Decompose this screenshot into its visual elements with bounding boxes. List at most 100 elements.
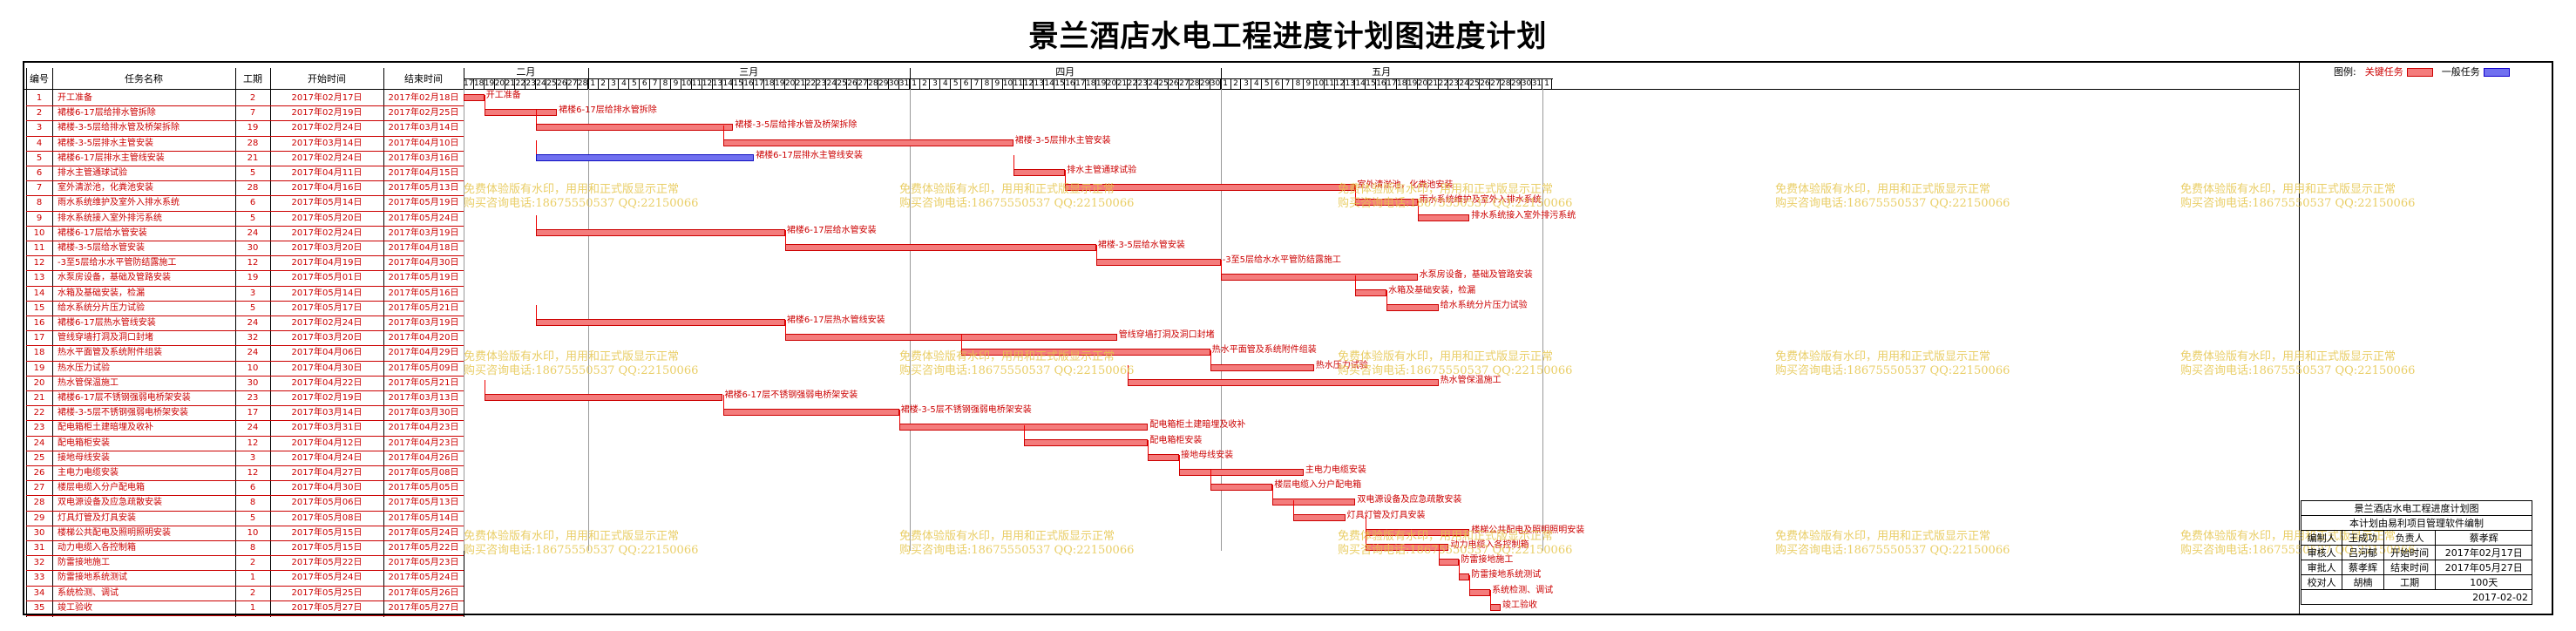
task-bar[interactable] — [484, 109, 558, 117]
task-no-cell: 20 — [33, 377, 45, 388]
dependency-line — [1438, 545, 1440, 560]
month-label: 四月 — [1055, 66, 1075, 78]
task-bar-label: 给水系统分片压力试验 — [1440, 300, 1528, 310]
task-dur-cell: 12 — [247, 468, 259, 478]
task-no-cell: 22 — [33, 408, 45, 418]
task-start-cell: 2017年04月22日 — [291, 377, 363, 388]
task-name-cell: 防雷接地系统测试 — [58, 573, 127, 583]
day-label: 17 — [464, 78, 474, 89]
day-label: 21 — [1427, 78, 1439, 89]
day-label: 13 — [1345, 78, 1356, 89]
task-bar[interactable] — [1179, 469, 1304, 476]
task-bar[interactable] — [1355, 199, 1418, 207]
dependency-line — [1179, 455, 1181, 469]
watermark-text: 免费体验版有水印，用用和正式版显示正常购买咨询电话:18675550537 QQ… — [1338, 350, 1572, 378]
task-name-cell: 防雷接地施工 — [58, 558, 110, 568]
task-dur-cell: 5 — [249, 168, 256, 178]
task-bar[interactable] — [536, 319, 785, 326]
day-label: 30 — [1521, 78, 1532, 89]
day-label: 11 — [1324, 78, 1335, 89]
task-bar[interactable] — [1490, 603, 1501, 611]
task-bar[interactable] — [536, 153, 755, 161]
task-bar[interactable] — [1148, 453, 1180, 461]
task-bar[interactable] — [784, 334, 1117, 342]
legend-critical-label: 关键任务 — [2364, 66, 2403, 78]
task-bar[interactable] — [484, 394, 723, 401]
column-header-no: 编号 — [30, 73, 49, 85]
info-date: 2017-02-02 — [2301, 589, 2532, 605]
task-end-cell: 2017年05月13日 — [388, 183, 459, 193]
task-bar[interactable] — [464, 94, 485, 101]
task-bar[interactable] — [1355, 288, 1387, 296]
task-end-cell: 2017年02月18日 — [388, 93, 459, 103]
task-bar[interactable] — [784, 244, 1096, 251]
dependency-line — [536, 214, 538, 229]
task-name-cell: 雨水系统维护及室外入排水系统 — [58, 198, 180, 208]
task-bar-label: 楼层电缆入分户配电箱 — [1274, 480, 1362, 491]
dependency-line — [1127, 364, 1129, 379]
task-bar[interactable] — [1210, 363, 1314, 371]
task-end-cell: 2017年03月19日 — [388, 318, 459, 328]
task-bar[interactable] — [722, 409, 899, 417]
task-bar[interactable] — [722, 139, 1013, 146]
task-bar-label: 防雷接地系统测试 — [1471, 570, 1542, 580]
watermark-line-2: 购买咨询电话:18675550537 QQ:22150066 — [1775, 197, 2010, 210]
task-start-cell: 2017年05月01日 — [291, 273, 363, 283]
task-bar[interactable] — [1013, 169, 1066, 176]
task-bar[interactable] — [536, 124, 734, 132]
task-dur-cell: 10 — [247, 527, 259, 538]
task-bar-label: 接地母线安装 — [1181, 450, 1234, 460]
task-no-cell: 18 — [33, 348, 45, 358]
task-name-cell: 主电力电缆安装 — [58, 468, 119, 478]
day-label: 25 — [837, 78, 848, 89]
task-bar[interactable] — [1366, 544, 1449, 551]
day-label: 19 — [1095, 78, 1107, 89]
task-no-cell: 2 — [36, 108, 43, 119]
info-dur: 100天 — [2435, 574, 2532, 590]
watermark-line-2: 购买咨询电话:18675550537 QQ:22150066 — [899, 544, 1135, 557]
day-label: 6 — [1272, 78, 1284, 89]
day-label: 24 — [536, 78, 547, 89]
day-label: 31 — [1531, 78, 1542, 89]
task-start-cell: 2017年05月17日 — [291, 302, 363, 313]
task-dur-cell: 5 — [249, 213, 256, 223]
task-bar-label: 楼梯公共配电及照明照明安装 — [1471, 525, 1585, 535]
day-label: 4 — [620, 78, 630, 89]
task-end-cell: 2017年03月14日 — [388, 123, 459, 133]
task-bar[interactable] — [1417, 214, 1470, 221]
task-bar[interactable] — [1220, 274, 1418, 282]
task-bar[interactable] — [1469, 588, 1491, 596]
day-label: 15 — [733, 78, 744, 89]
task-bar[interactable] — [1272, 499, 1356, 506]
task-bar[interactable] — [1023, 438, 1149, 446]
task-dur-cell: 8 — [249, 543, 256, 553]
task-bar[interactable] — [1386, 303, 1439, 311]
task-bar[interactable] — [1065, 184, 1356, 192]
task-bar[interactable] — [1210, 484, 1273, 492]
task-bar-label: 防雷接地施工 — [1461, 555, 1514, 566]
month-boundary — [909, 68, 911, 89]
watermark-line-1: 免费体验版有水印，用用和正式版显示正常 — [464, 530, 680, 543]
task-bar[interactable] — [961, 349, 1210, 356]
task-bar[interactable] — [1293, 513, 1346, 521]
task-name-cell: 裙楼-3-5层给排水管及桥架拆除 — [58, 123, 180, 133]
day-label: 16 — [743, 78, 755, 89]
task-bar[interactable] — [1095, 259, 1221, 267]
task-end-cell: 2017年05月19日 — [388, 198, 459, 208]
day-label: 11 — [1013, 78, 1024, 89]
task-bar[interactable] — [536, 228, 785, 236]
day-label: 1 — [588, 78, 599, 89]
task-bar[interactable] — [1127, 378, 1439, 386]
info-reviewer_label: 审核人 — [2300, 545, 2343, 560]
dependency-line — [1148, 439, 1149, 454]
task-bar[interactable] — [1459, 573, 1470, 581]
task-bar-label: 水泵房设备，基础及管路安装 — [1419, 270, 1533, 281]
column-header-end: 结束时间 — [404, 73, 443, 85]
task-bar[interactable] — [1438, 559, 1460, 567]
day-label: 29 — [878, 78, 889, 89]
task-start-cell: 2017年05月15日 — [291, 543, 363, 553]
task-start-cell: 2017年02月19日 — [291, 108, 363, 119]
day-label: 28 — [1501, 78, 1511, 89]
month-boundary — [1220, 68, 1222, 89]
